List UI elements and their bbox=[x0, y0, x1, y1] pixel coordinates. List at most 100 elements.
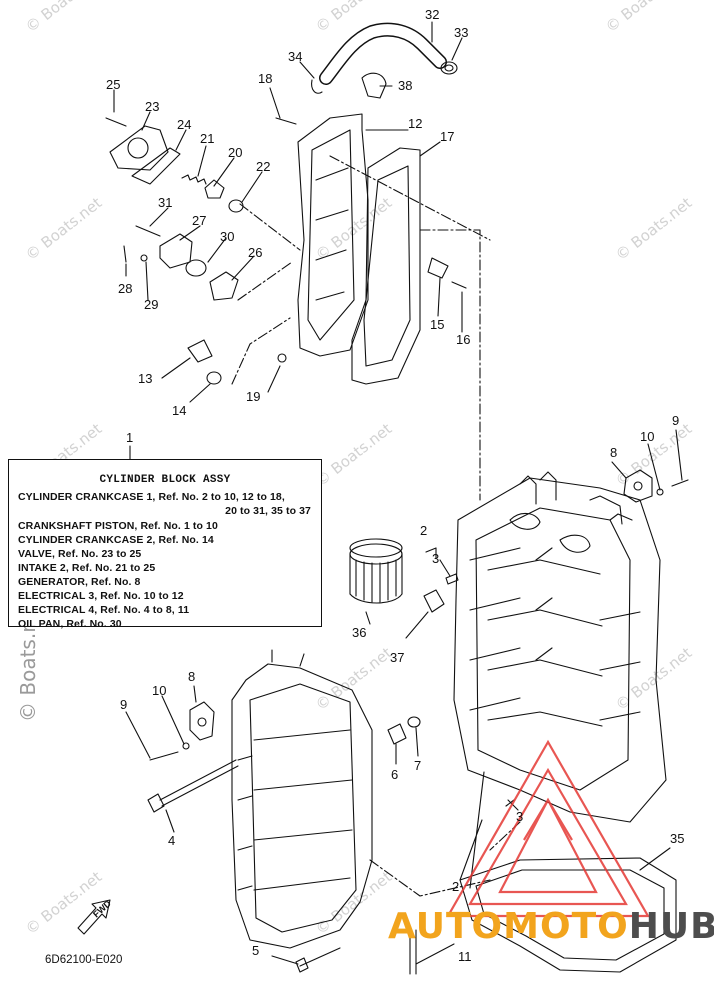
callout-14: 14 bbox=[172, 403, 187, 418]
callout-9-right: 9 bbox=[672, 413, 680, 428]
callout-24: 24 bbox=[177, 117, 192, 132]
oil-filter-36 bbox=[349, 538, 403, 604]
callout-26: 26 bbox=[248, 245, 263, 260]
automotohub-logo: AUTOMOTOHUB bbox=[388, 906, 714, 947]
callout-33: 33 bbox=[454, 25, 469, 40]
logo-part-auto: AUTO bbox=[388, 906, 504, 947]
gasket-24 bbox=[131, 147, 181, 185]
callout-21: 21 bbox=[200, 131, 215, 146]
legend-title: CYLINDER BLOCK ASSY bbox=[99, 474, 231, 486]
legend-line: INTAKE 2, Ref. No. 21 to 25 bbox=[18, 562, 156, 574]
callout-12: 12 bbox=[408, 116, 423, 131]
seal-30 bbox=[185, 259, 207, 277]
callout-7: 7 bbox=[414, 758, 422, 773]
legend-line: ELECTRICAL 4, Ref. No. 4 to 8, 11 bbox=[18, 604, 190, 616]
callout-20: 20 bbox=[228, 145, 243, 160]
bolt-9-left bbox=[149, 751, 179, 761]
bolt-18 bbox=[275, 117, 297, 125]
pin-3 bbox=[445, 573, 459, 585]
clip-19 bbox=[277, 353, 287, 363]
bracket-2 bbox=[425, 547, 437, 559]
callout-2: 2 bbox=[420, 523, 428, 538]
callout-1: 1 bbox=[126, 430, 134, 445]
warning-triangle bbox=[446, 739, 650, 918]
callout-37: 37 bbox=[390, 650, 405, 665]
callout-23: 23 bbox=[145, 99, 160, 114]
seal-22 bbox=[228, 199, 244, 213]
callout-15: 15 bbox=[430, 317, 445, 332]
callout-31: 31 bbox=[158, 195, 173, 210]
callout-32: 32 bbox=[425, 7, 440, 22]
callout-36: 36 bbox=[352, 625, 367, 640]
callout-34: 34 bbox=[288, 49, 303, 64]
callout-9-left: 9 bbox=[120, 697, 128, 712]
valve-27 bbox=[159, 233, 193, 269]
callout-4: 4 bbox=[168, 833, 176, 848]
callout-13: 13 bbox=[138, 371, 153, 386]
fitting-37 bbox=[423, 589, 445, 613]
bolt-25 bbox=[105, 117, 127, 127]
plate-12 bbox=[297, 113, 369, 357]
crankcase-lower bbox=[231, 649, 373, 949]
callout-22: 22 bbox=[256, 159, 271, 174]
legend-line: CRANKSHAFT PISTON, Ref. No. 1 to 10 bbox=[18, 520, 218, 532]
gasket-14 bbox=[206, 371, 222, 385]
thermostat-20 bbox=[204, 179, 225, 199]
stud-11 bbox=[409, 929, 417, 975]
bolt-4 bbox=[147, 759, 239, 813]
washer-29 bbox=[140, 254, 148, 262]
bolt-5 bbox=[299, 947, 341, 967]
bolt-9-right bbox=[671, 479, 689, 487]
callout-19: 19 bbox=[246, 389, 261, 404]
callout-2-lower: 2 bbox=[452, 879, 460, 894]
callout-10-right: 10 bbox=[640, 429, 655, 444]
callout-11: 11 bbox=[458, 949, 472, 964]
plate-8-left bbox=[189, 701, 215, 741]
plate-8-right bbox=[623, 469, 653, 503]
legend-line: OIL PAN, Ref. No. 30 bbox=[18, 618, 122, 630]
callout-38: 38 bbox=[398, 78, 413, 93]
callout-3-lower: 3 bbox=[516, 809, 524, 824]
washer-10-left bbox=[182, 742, 190, 750]
legend-line: CYLINDER CRANKCASE 2, Ref. No. 14 bbox=[18, 534, 214, 546]
callout-35: 35 bbox=[670, 831, 685, 846]
clip-38 bbox=[361, 72, 387, 99]
legend-line: VALVE, Ref. No. 23 to 25 bbox=[18, 548, 142, 560]
collar-26 bbox=[209, 271, 239, 301]
callout-25: 25 bbox=[106, 77, 121, 92]
cover-23 bbox=[109, 125, 169, 171]
callout-3: 3 bbox=[432, 551, 440, 566]
legend-line: GENERATOR, Ref. No. 8 bbox=[18, 576, 141, 588]
gasket-7 bbox=[407, 716, 421, 728]
legend-box: CYLINDER BLOCK ASSY CYLINDER CRANKCASE 1… bbox=[8, 459, 322, 630]
callout-30: 30 bbox=[220, 229, 235, 244]
bracket-15 bbox=[427, 257, 449, 279]
callout-5: 5 bbox=[252, 943, 260, 958]
callout-29: 29 bbox=[144, 297, 159, 312]
spring-21 bbox=[181, 174, 207, 185]
callout-16: 16 bbox=[456, 332, 471, 347]
legend-line: 20 to 31, 35 to 37 bbox=[225, 505, 311, 517]
clip-33 bbox=[440, 61, 458, 75]
callout-27: 27 bbox=[192, 213, 207, 228]
bolt-28 bbox=[123, 245, 127, 263]
plug-13 bbox=[187, 339, 213, 363]
gasket-17 bbox=[351, 147, 421, 385]
callout-6: 6 bbox=[391, 767, 399, 782]
callout-18: 18 bbox=[258, 71, 273, 86]
callout-8-left: 8 bbox=[188, 669, 196, 684]
bolt-16 bbox=[451, 281, 467, 289]
bolt-31 bbox=[135, 225, 161, 237]
callout-10-left: 10 bbox=[152, 683, 167, 698]
callout-28: 28 bbox=[118, 281, 133, 296]
plug-6 bbox=[387, 723, 407, 745]
callout-17: 17 bbox=[440, 129, 455, 144]
callout-8-right: 8 bbox=[610, 445, 618, 460]
cylinder-crankcase bbox=[453, 471, 667, 823]
legend-line: CYLINDER CRANKCASE 1, Ref. No. 2 to 10, … bbox=[18, 491, 285, 503]
hose-32 bbox=[319, 22, 447, 85]
logo-part-hub: HUB bbox=[628, 906, 714, 947]
legend-line: ELECTRICAL 3, Ref. No. 10 to 12 bbox=[18, 590, 184, 602]
